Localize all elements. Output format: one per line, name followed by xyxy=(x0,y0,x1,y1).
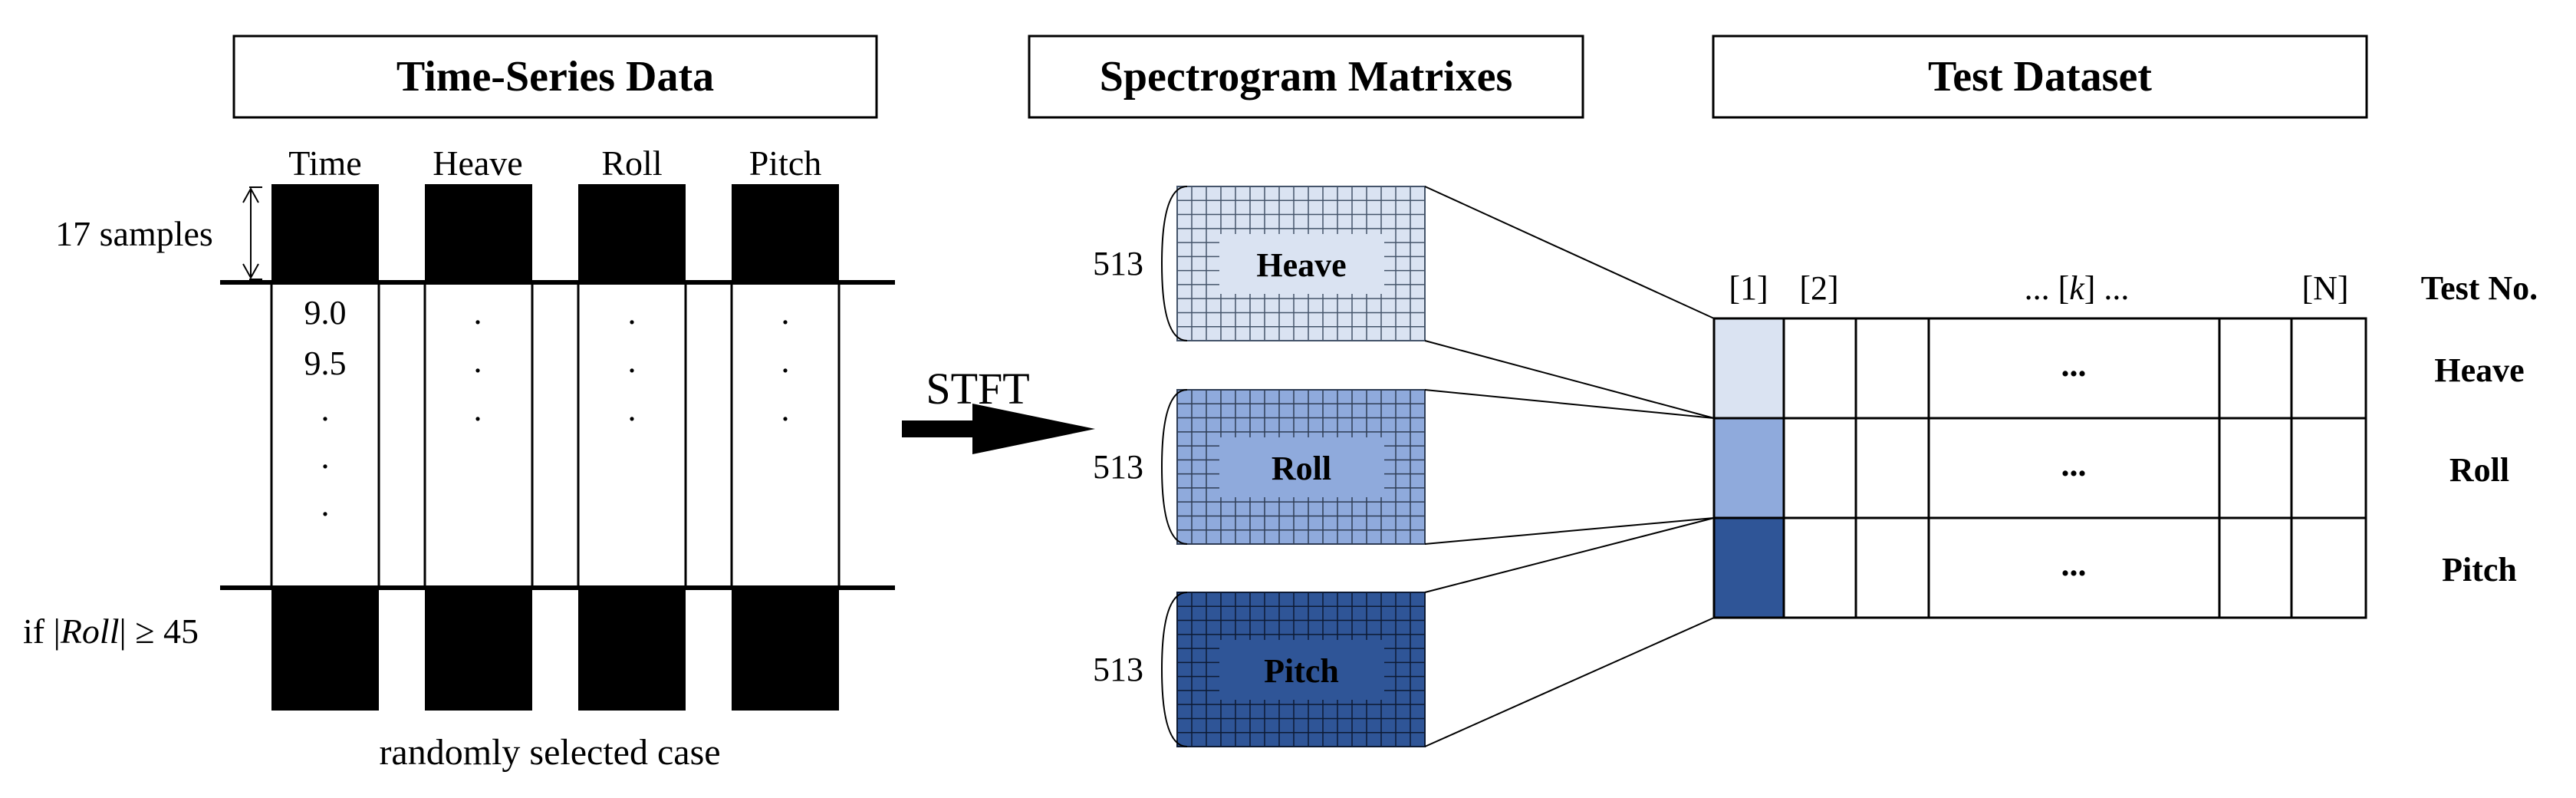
connector-heave-top xyxy=(1424,186,1715,319)
test-header-k: ... [k] ... xyxy=(2025,269,2130,307)
connector-lines xyxy=(1424,186,1715,747)
case-label: randomly selected case xyxy=(379,732,720,773)
title-spectrogram-text: Spectrogram Matrixes xyxy=(1100,53,1513,101)
connector-heave-bottom xyxy=(1424,340,1715,419)
matrix-heave-grid xyxy=(1177,186,1425,341)
block-top-heave xyxy=(425,184,532,282)
time-value-2: 9.5 xyxy=(304,345,347,382)
connector-pitch-top xyxy=(1424,517,1715,593)
title-test-dataset-text: Test Dataset xyxy=(1928,53,2152,101)
title-time-series-text: Time-Series Data xyxy=(396,53,714,101)
time-dot-1: . xyxy=(321,391,330,428)
row-label-heave: Heave xyxy=(2434,351,2524,389)
matrix-roll-label: Roll xyxy=(1272,450,1331,487)
heave-dot-1: . xyxy=(474,294,482,331)
time-dot-3: . xyxy=(321,486,330,523)
roll-condition-var: Roll xyxy=(60,612,120,651)
time-value-1: 9.0 xyxy=(304,294,347,331)
test-header-k-var: k xyxy=(2069,269,2085,307)
matrix-heave-label-box xyxy=(1219,234,1384,294)
spectrogram-matrices: Heave 513 Roll 513 Pitch 513 xyxy=(1093,186,1426,747)
samples-label: 17 samples xyxy=(55,214,213,253)
roll-condition-suffix: | ≥ 45 xyxy=(119,612,198,651)
matrix-pitch: Pitch 513 xyxy=(1093,592,1426,747)
roll-dot-3: . xyxy=(628,391,637,428)
roll-dot-1: . xyxy=(628,294,637,331)
samples-dimension xyxy=(242,186,262,280)
cell-heave-test-1 xyxy=(1714,318,1784,418)
matrix-pitch-size: 513 xyxy=(1093,651,1143,688)
pitch-dot-3: . xyxy=(781,391,790,428)
title-test-dataset-box xyxy=(1712,35,2368,119)
test-dataset-table: [1] [2] ... [k] ... [N] Test No. ... ...… xyxy=(1712,269,2538,619)
test-header-k-suffix: ] ... xyxy=(2084,269,2130,307)
heave-dot-3: . xyxy=(474,391,482,428)
pitch-dot-2: . xyxy=(781,342,790,380)
ellipsis-roll: ... xyxy=(2061,446,2087,483)
roll-dot-2: . xyxy=(628,342,637,380)
test-header-k-prefix: ... [ xyxy=(2025,269,2070,307)
connector-roll-top xyxy=(1424,389,1715,419)
test-header-2: [2] xyxy=(1799,269,1838,307)
test-table-grid xyxy=(1712,317,2367,619)
column-header-time: Time xyxy=(288,143,361,183)
title-time-series-box xyxy=(232,35,878,119)
matrix-roll-size: 513 xyxy=(1093,448,1143,486)
connector-pitch-bottom xyxy=(1424,617,1715,747)
title-spectrogram-box xyxy=(1028,35,1584,119)
matrix-heave-size: 513 xyxy=(1093,245,1143,282)
samples-arrow-up xyxy=(242,186,259,203)
matrix-pitch-label: Pitch xyxy=(1264,652,1339,690)
matrix-pitch-label-box xyxy=(1219,640,1384,700)
block-bottom-roll xyxy=(578,588,686,711)
test-table-border xyxy=(1712,317,2367,619)
block-bottom-time xyxy=(271,588,379,711)
time-series-table: Time Heave Roll Pitch 9.0 9.5 . . . . . … xyxy=(23,143,895,773)
connector-roll-bottom xyxy=(1424,517,1715,545)
title-test-dataset: Test Dataset xyxy=(1712,35,2368,119)
row-label-pitch: Pitch xyxy=(2442,551,2517,589)
matrix-roll: Roll 513 xyxy=(1093,389,1426,545)
stft-arrow-shaft xyxy=(902,420,975,437)
test-header-n: [N] xyxy=(2301,269,2348,307)
stft-arrow-head xyxy=(972,404,1095,454)
title-time-series: Time-Series Data xyxy=(232,35,878,119)
matrix-pitch-brace xyxy=(1160,592,1188,747)
block-top-time xyxy=(271,184,379,282)
matrix-heave-label: Heave xyxy=(1256,246,1346,284)
time-dot-2: . xyxy=(321,438,330,476)
samples-arrow-down xyxy=(242,263,259,280)
block-top-roll xyxy=(578,184,686,282)
test-no-label: Test No. xyxy=(2421,269,2538,307)
matrix-roll-label-box xyxy=(1219,437,1384,497)
block-bottom-heave xyxy=(425,588,532,711)
ellipsis-heave: ... xyxy=(2061,346,2087,384)
ellipsis-pitch: ... xyxy=(2061,546,2087,583)
block-top-pitch xyxy=(732,184,839,282)
cell-roll-test-1 xyxy=(1714,418,1784,518)
block-bottom-pitch xyxy=(732,588,839,711)
column-header-roll: Roll xyxy=(601,143,662,183)
roll-condition-prefix: if | xyxy=(23,612,61,651)
stft-arrow: STFT xyxy=(902,364,1095,454)
matrix-heave: Heave 513 xyxy=(1093,186,1426,341)
matrix-roll-brace xyxy=(1160,389,1188,545)
row-label-roll: Roll xyxy=(2449,451,2509,489)
pitch-dot-1: . xyxy=(781,294,790,331)
column-header-pitch: Pitch xyxy=(749,143,822,183)
roll-condition: if |Roll| ≥ 45 xyxy=(23,612,199,651)
cell-pitch-test-1 xyxy=(1714,518,1784,618)
heave-dot-2: . xyxy=(474,342,482,380)
title-spectrogram: Spectrogram Matrixes xyxy=(1028,35,1584,119)
test-header-1: [1] xyxy=(1729,269,1768,307)
column-header-heave: Heave xyxy=(433,143,522,183)
matrix-heave-brace xyxy=(1160,186,1188,341)
